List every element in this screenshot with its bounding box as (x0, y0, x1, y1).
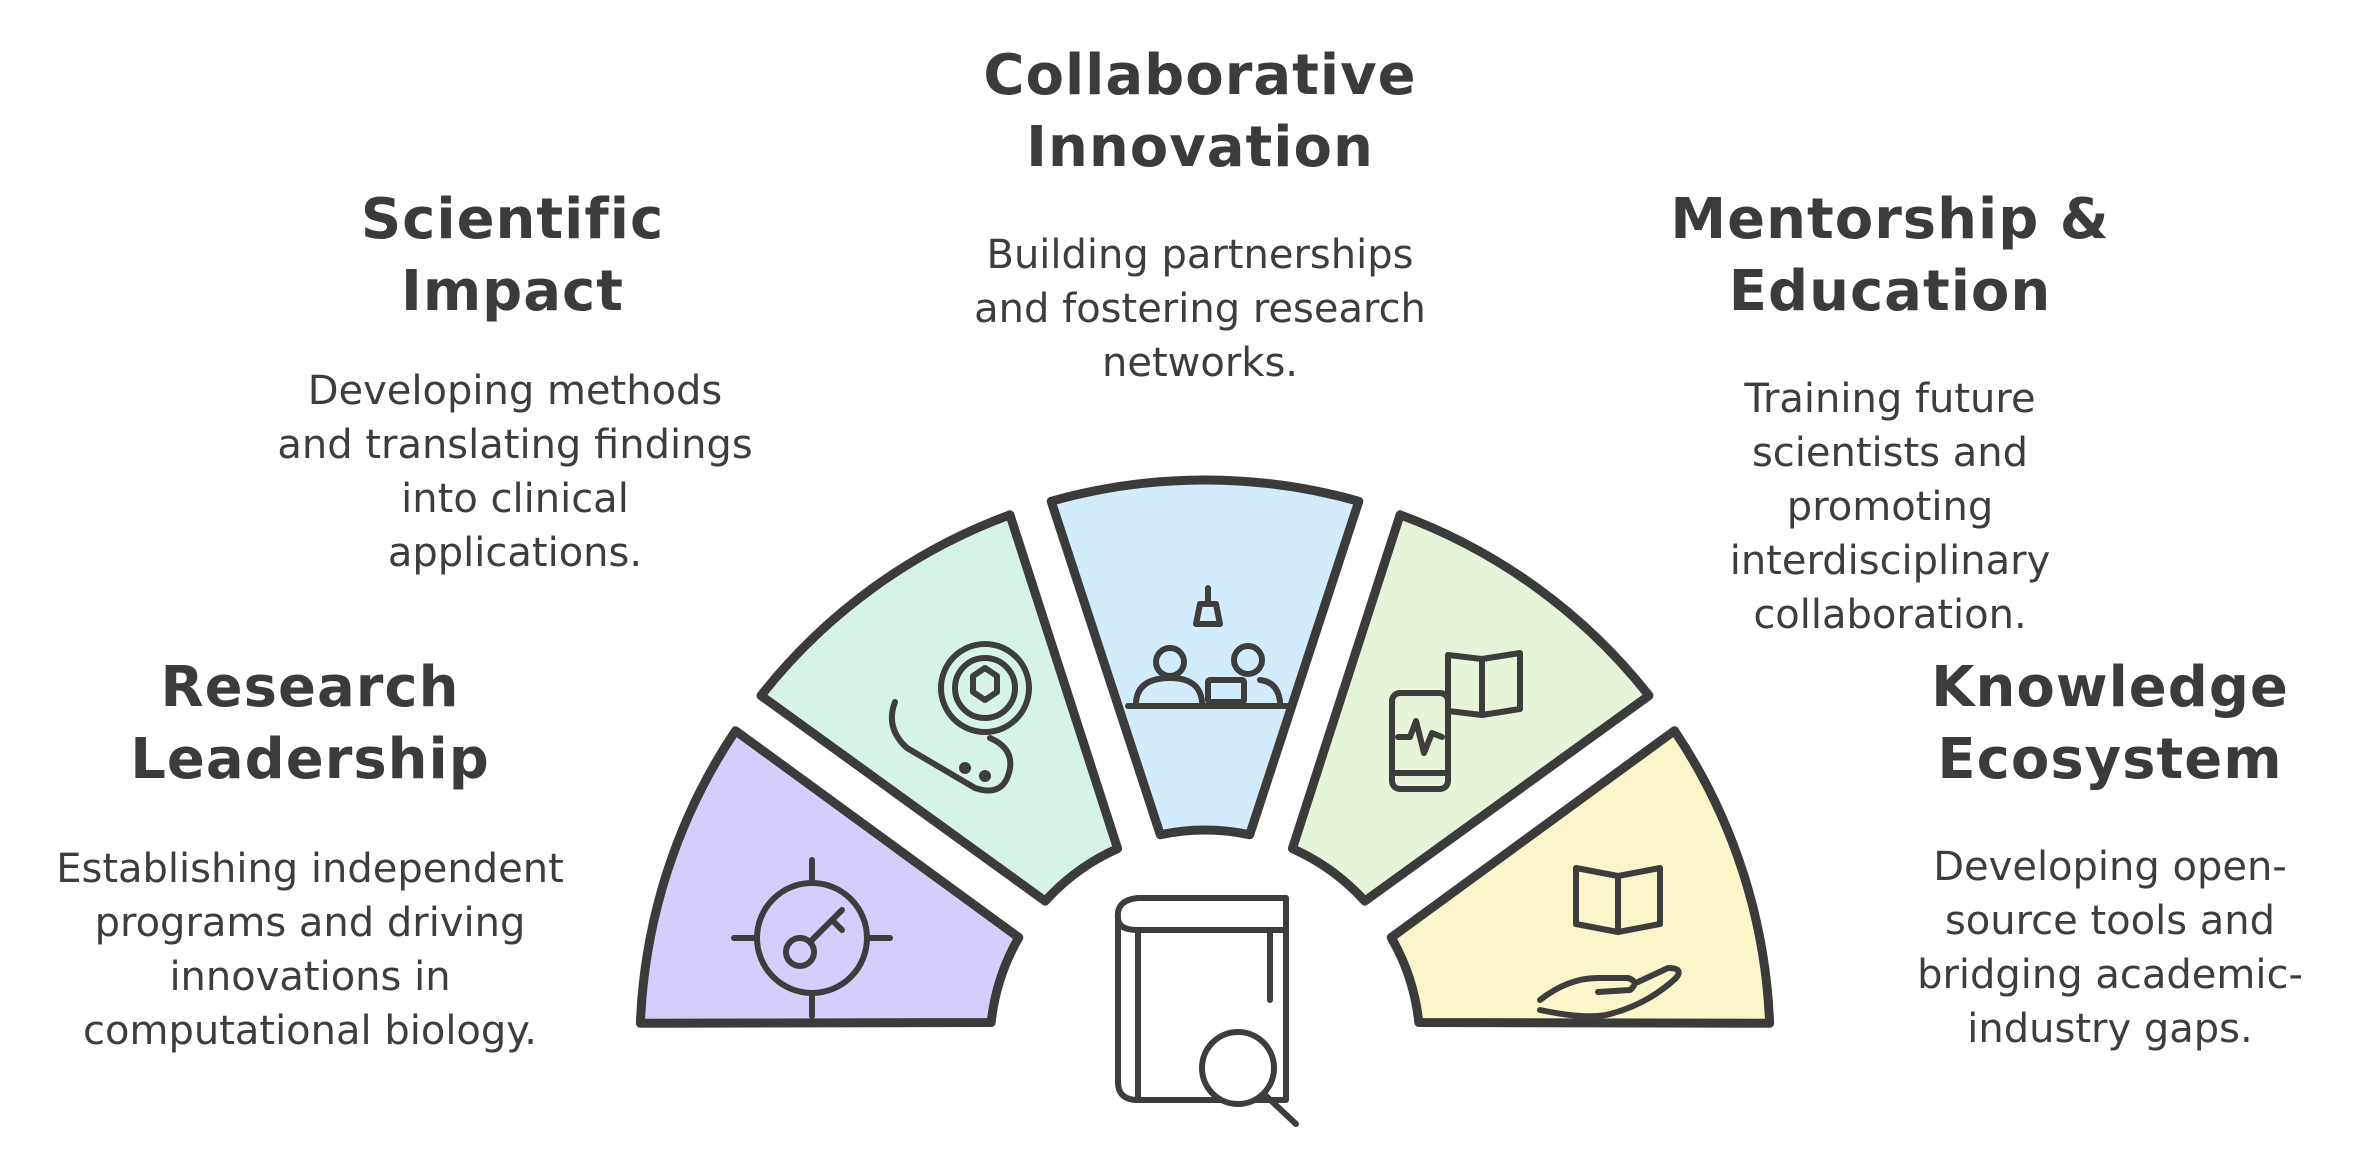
mobile-learning-icon (1389, 650, 1523, 792)
segment-collaborative-innovation (1046, 475, 1364, 840)
segment-mentorship-education (1287, 510, 1654, 906)
section-description: Training future scientists and promoting… (1729, 376, 2051, 638)
section-title: Knowledge Ecosystem (1931, 655, 2289, 792)
section-description: Developing methods and translating findi… (277, 368, 753, 576)
section-title: Research Leadership (130, 655, 490, 792)
segment-research-leadership (635, 726, 1024, 1028)
section-title: Collaborative Innovation (983, 43, 1417, 180)
book-search-icon (1114, 895, 1299, 1127)
team-meeting-icon (1125, 585, 1291, 709)
biotech-hand-icon (889, 641, 1032, 794)
target-key-icon (731, 857, 893, 1019)
section-title: Scientific Impact (360, 187, 665, 324)
segment-knowledge-ecosystem (1386, 726, 1775, 1028)
section-title: Mentorship & Education (1670, 187, 2110, 324)
section-description: Establishing independent programs and dr… (56, 846, 564, 1054)
segment-scientific-impact (756, 510, 1123, 906)
arc-segments (635, 475, 1775, 1028)
book-hand-icon (1537, 865, 1682, 1020)
section-description: Building partnerships and fostering rese… (974, 232, 1426, 386)
section-description: Developing open-source tools and bridgin… (1917, 844, 2303, 1052)
